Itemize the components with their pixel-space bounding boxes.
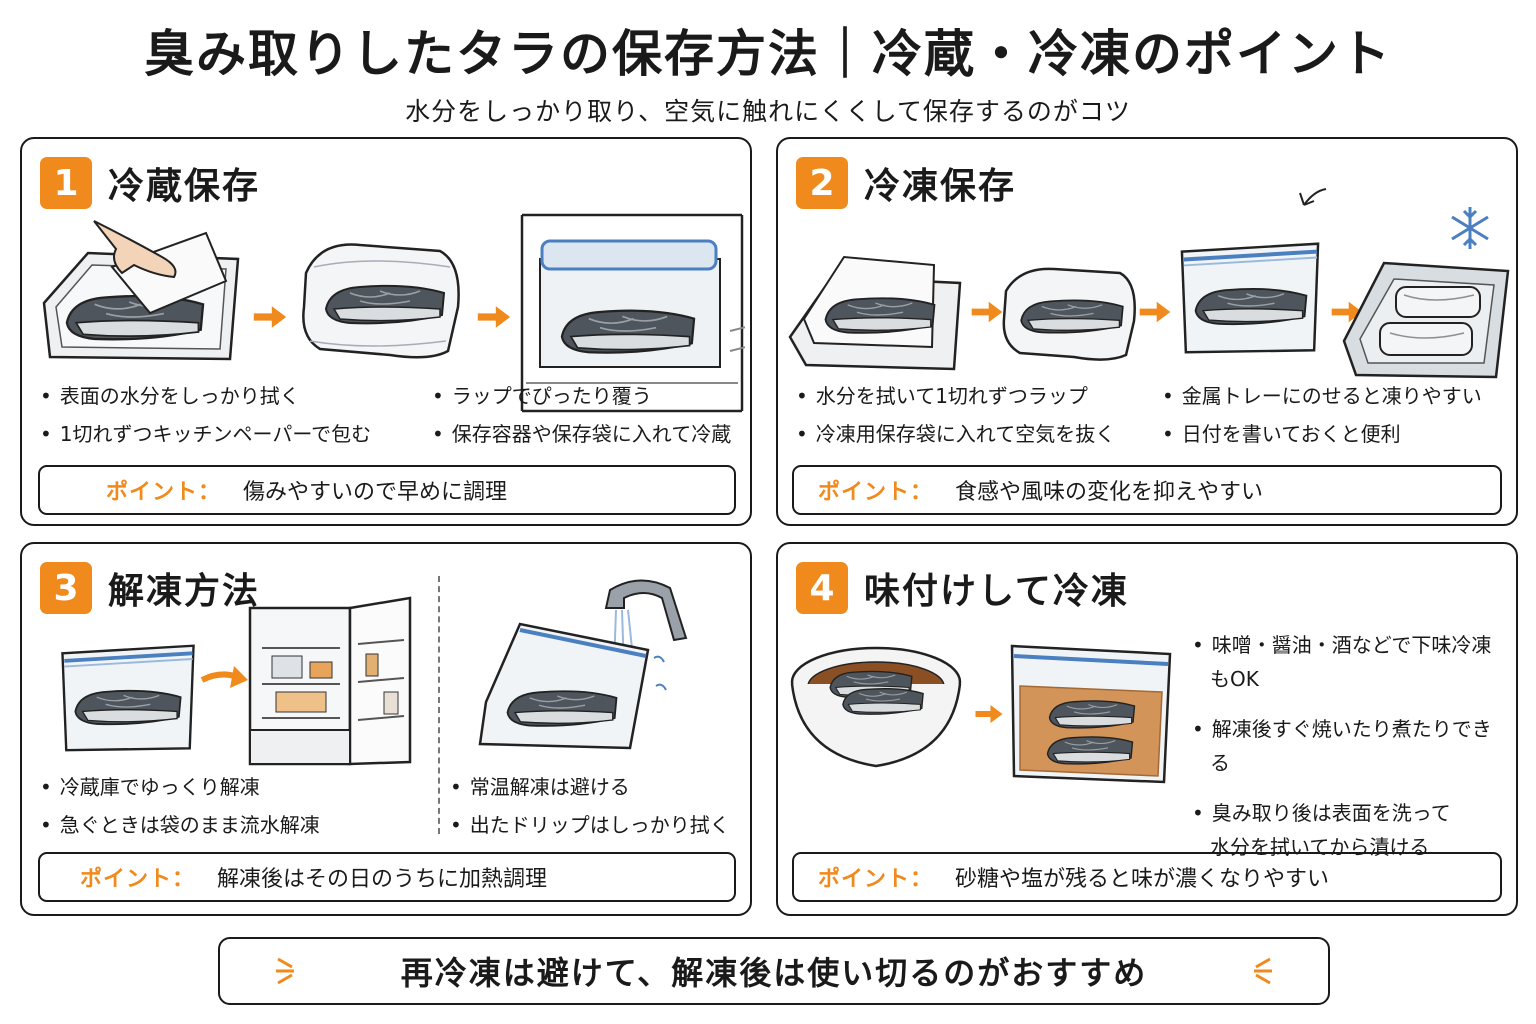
refrigerator-icon (248, 596, 412, 766)
metal-tray-icon (1342, 261, 1510, 379)
section-freezing: 2 冷凍保存 水分を (776, 137, 1518, 526)
freezer-bag-icon (1182, 188, 1327, 352)
bullet-item: 保存容器や保存袋に入れて冷蔵 (432, 415, 731, 453)
section-number: 1 (40, 157, 92, 209)
bullet-item: 味噌・醤油・酒などで下味冷凍もOK (1192, 628, 1510, 696)
freezing-steps-illustration (788, 188, 1510, 379)
section-number: 4 (796, 562, 848, 614)
point-text: 解凍後はその日のうちに加熱調理 (217, 867, 548, 892)
wrapped-fish-icon (1002, 267, 1136, 361)
footer-banner: 再冷凍は避けて、解凍後は使い切るのがおすすめ (218, 937, 1330, 1005)
section-title: 味付けして冷凍 (864, 571, 1129, 612)
point-text: 傷みやすいので早めに調理 (243, 480, 508, 505)
bullet-item: 水分を拭いて1切れずつラップ (796, 377, 1115, 415)
bullet-item: 日付を書いておくと便利 (1162, 415, 1482, 453)
page-subtitle: 水分をしっかり取り、空気に触れにくくして保存するのがコツ (405, 97, 1131, 126)
bullet-item: 表面の水分をしっかり拭く (40, 377, 371, 415)
section-number: 3 (40, 562, 92, 614)
wiping-fish-on-tray-icon (42, 220, 240, 361)
bullet-item: 冷凍用保存袋に入れて空気を抜く (796, 415, 1115, 453)
curved-arrow-icon (1299, 188, 1327, 206)
section-seasoned-freezing: 4 味付けして冷凍 味噌・醤油・酒などで下味冷凍もOK 解凍後すぐ焼いたり煮たり… (776, 542, 1518, 916)
section-refrigeration: 1 冷蔵保存 表面の水分をしっかり拭く 1切れずつキッチンペーパーで包む (20, 137, 752, 526)
arrow-right-icon (1139, 301, 1171, 323)
arrow-right-icon (971, 301, 1003, 323)
arrow-right-icon (253, 306, 287, 328)
section-title: 冷凍保存 (864, 166, 1017, 207)
point-box: ポイント： 傷みやすいので早めに調理 (38, 465, 736, 515)
frozen-bag-icon (62, 646, 193, 751)
snowflake-icon (1451, 207, 1489, 249)
arrow-right-icon (477, 306, 511, 328)
bullet-item: 解凍後すぐ焼いたり煮たりできる (1192, 712, 1510, 780)
footer-text: 再冷凍は避けて、解凍後は使い切るのがおすすめ (400, 954, 1148, 992)
burst-icon (276, 957, 294, 985)
section-title: 解凍方法 (108, 571, 261, 612)
page-title: 臭み取りしたタラの保存方法｜冷蔵・冷凍のポイント (144, 25, 1392, 83)
point-label: ポイント： (818, 867, 934, 892)
point-label: ポイント： (80, 867, 196, 892)
point-box: ポイント： 砂糖や塩が残ると味が濃くなりやすい (792, 852, 1502, 902)
bullet-item: 出たドリップはしっかり拭く (450, 806, 730, 844)
point-text: 砂糖や塩が残ると味が濃くなりやすい (955, 867, 1330, 892)
refrigeration-steps-illustration (42, 213, 745, 413)
wrapped-fish-icon (302, 243, 460, 359)
point-box: ポイント： 解凍後はその日のうちに加熱調理 (38, 852, 736, 902)
bullet-item: 金属トレーにのせると凍りやすい (1162, 377, 1482, 415)
bullet-item-line: 水分を拭いてから漬ける (1210, 835, 1430, 859)
fish-on-paper-icon (788, 255, 962, 371)
section-number: 2 (796, 157, 848, 209)
bowl-icon (790, 646, 962, 768)
section-title: 冷蔵保存 (108, 166, 261, 207)
bullet-item-line: 臭み取り後は表面を洗って (1211, 801, 1451, 825)
bullet-item: 1切れずつキッチンペーパーで包む (40, 415, 371, 453)
marinated-bag-icon (1010, 644, 1172, 784)
bullet-item: 常温解凍は避ける (450, 768, 730, 806)
point-label: ポイント： (818, 480, 934, 505)
point-text: 食感や風味の変化を抑えやすい (955, 480, 1264, 505)
bullet-item: 急ぐときは袋のまま流水解凍 (40, 806, 320, 844)
section-thawing: 3 解凍方法 (20, 542, 752, 916)
arrow-right-icon (975, 705, 1003, 723)
point-box: ポイント： 食感や風味の変化を抑えやすい (792, 465, 1502, 515)
bullet-item: ラップでぴったり覆う (432, 377, 731, 415)
burst-icon (1254, 957, 1272, 985)
dashed-divider (438, 576, 440, 834)
point-label: ポイント： (106, 480, 222, 505)
marinade-illustration (790, 644, 1172, 784)
bag-under-water-icon (478, 622, 667, 750)
bullet-item: 冷蔵庫でゆっくり解凍 (40, 768, 320, 806)
thawing-illustration (40, 579, 688, 766)
